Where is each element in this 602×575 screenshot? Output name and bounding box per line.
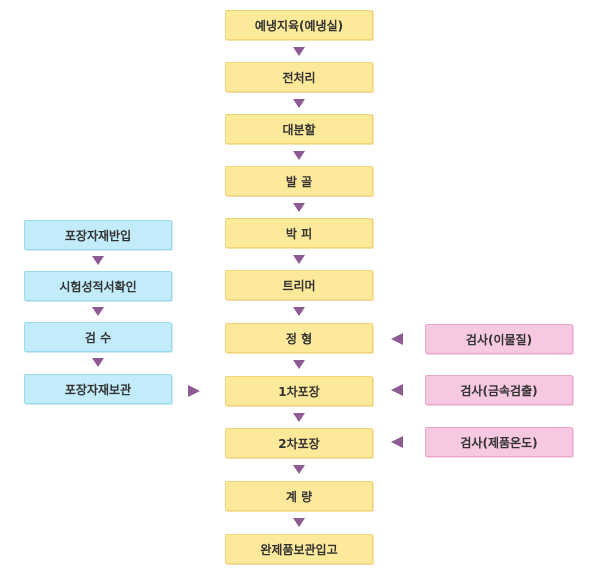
step-skinning: 박 피 (225, 218, 373, 248)
arrow-down-5 (293, 255, 305, 264)
pkg-material-storage: 포장자재보관 (24, 374, 172, 404)
inspection-metal-detection: 검사(금속검출) (425, 375, 573, 405)
arrow-pkg-down-1 (92, 256, 104, 265)
arrow-down-8 (293, 413, 305, 422)
arrow-down-2 (293, 99, 305, 108)
step-weighing: 계 량 (225, 481, 373, 511)
arrow-pkg-down-3 (92, 358, 104, 367)
arrow-down-7 (293, 360, 305, 369)
step-prechilled-carcass: 예냉지육(예냉실) (225, 10, 373, 40)
inspection-foreign-matter: 검사(이물질) (425, 324, 573, 354)
step-primary-packaging: 1차포장 (225, 376, 373, 406)
pkg-material-intake: 포장자재반입 (24, 220, 172, 250)
arrow-down-4 (293, 203, 305, 212)
arrow-to-secondary-packaging (391, 436, 403, 448)
arrow-down-9 (293, 465, 305, 474)
pkg-test-report-check: 시험성적서확인 (24, 271, 172, 301)
step-secondary-packaging: 2차포장 (225, 428, 373, 458)
arrow-down-10 (293, 518, 305, 527)
arrow-pkg-down-2 (92, 307, 104, 316)
step-trimmer: 트리머 (225, 270, 373, 300)
step-shaping: 정 형 (225, 323, 373, 353)
inspection-product-temperature: 검사(제품온도) (425, 427, 573, 457)
arrow-down-6 (293, 307, 305, 316)
arrow-down-3 (293, 151, 305, 160)
arrow-to-primary-packaging-from-metal (391, 384, 403, 396)
step-major-division: 대분할 (225, 114, 373, 144)
step-finished-storage: 완제품보관입고 (225, 534, 373, 564)
arrow-to-primary-packaging (188, 385, 200, 397)
step-deboning: 발 골 (225, 166, 373, 196)
step-pretreatment: 전처리 (225, 62, 373, 92)
arrow-down-1 (293, 47, 305, 56)
arrow-to-shaping (391, 333, 403, 345)
pkg-inspection: 검 수 (24, 322, 172, 352)
